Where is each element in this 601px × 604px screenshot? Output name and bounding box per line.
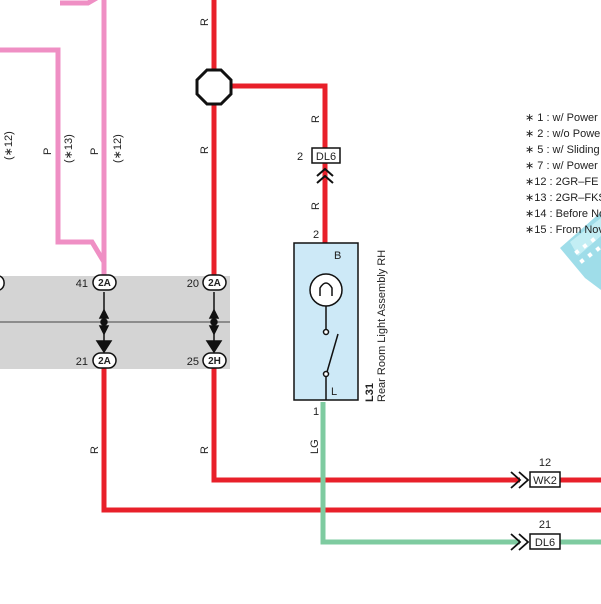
red-wire-bottom xyxy=(101,368,601,513)
connector-label: 2A xyxy=(98,278,111,289)
legend-graphic-icon xyxy=(560,212,601,290)
connector-label: DL6 xyxy=(316,151,336,163)
component-id: L31 xyxy=(364,383,376,402)
notes-legend: ∗ 1 : w/ Power ∗ 2 : w/o Power ∗ 5 : w/ … xyxy=(525,112,601,236)
pink-wire-left xyxy=(0,47,107,264)
pin-20: 20 xyxy=(187,278,199,290)
connector-dl6-bottom[interactable]: DL6 xyxy=(510,533,561,551)
pin-2-dl6: 2 xyxy=(297,151,303,163)
chevron-up-icon xyxy=(316,167,334,184)
red-wire-to-wk2 xyxy=(211,368,520,483)
pin-25: 25 xyxy=(187,356,199,368)
wire-label-r: R xyxy=(310,202,322,210)
wire-label-p: P xyxy=(89,148,101,155)
green-wire-lg xyxy=(320,402,520,545)
wire-label-lg: LG xyxy=(309,439,321,454)
legend-item: ∗ 2 : w/o Power xyxy=(525,128,601,140)
pin-21: 21 xyxy=(76,356,88,368)
legend-item: ∗14 : Before No xyxy=(525,208,601,220)
wire-note: (∗12) xyxy=(3,131,15,160)
connector-label: WK2 xyxy=(533,475,557,487)
connector-2a-top-right[interactable]: 2A xyxy=(202,274,227,291)
rear-room-light-assembly[interactable]: B L xyxy=(293,242,359,401)
connector-2h[interactable]: 2H xyxy=(202,352,227,369)
pink-wires xyxy=(0,0,107,283)
wire-label-r: R xyxy=(199,446,211,454)
lamp-icon xyxy=(309,273,343,307)
terminal-b-label: B xyxy=(334,250,341,262)
pin-1-component: 1 xyxy=(313,406,319,418)
connector-label: 2H xyxy=(208,356,221,367)
connector-2a-bottom[interactable]: 2A xyxy=(92,352,117,369)
legend-item: ∗12 : 2GR–FE xyxy=(525,176,598,188)
switch-icon xyxy=(326,333,339,373)
connector-2a-top-left[interactable]: 2A xyxy=(92,274,117,291)
pin-2-component: 2 xyxy=(313,229,319,241)
legend-item: ∗13 : 2GR–FKS xyxy=(525,192,601,204)
red-wire-to-dl6 xyxy=(231,83,328,246)
connector-wk2[interactable]: WK2 xyxy=(510,471,561,489)
wire-note: (∗13) xyxy=(63,134,75,163)
wire-note: (∗12) xyxy=(112,134,124,163)
connector-label: 2A xyxy=(208,278,221,289)
connector-label: DL6 xyxy=(535,537,555,549)
wire-label-r: R xyxy=(310,115,322,123)
legend-item: ∗ 7 : w/ Power xyxy=(525,160,598,172)
splice-point xyxy=(195,68,233,106)
terminal-l-label: L xyxy=(331,386,337,398)
pin-21-dl6: 21 xyxy=(539,519,551,531)
connector-dl6-top[interactable]: DL6 xyxy=(311,147,341,164)
connector-partial-left xyxy=(0,275,5,291)
wire-label-r: R xyxy=(199,146,211,154)
green-wires xyxy=(320,402,601,545)
red-wires xyxy=(101,0,601,513)
legend-item: ∗15 : From Nov xyxy=(525,224,601,236)
legend-item: ∗ 1 : w/ Power xyxy=(525,112,598,124)
pin-41: 41 xyxy=(76,278,88,290)
pink-wire-top xyxy=(60,0,99,6)
component-name: Rear Room Light Assembly RH xyxy=(376,250,388,402)
junction-internal xyxy=(95,292,223,354)
connector-label: 2A xyxy=(98,356,111,367)
wire-label-r: R xyxy=(199,18,211,26)
wire-label-p: P xyxy=(42,148,54,155)
pin-12: 12 xyxy=(539,457,551,469)
wire-label-r: R xyxy=(89,446,101,454)
legend-item: ∗ 5 : w/ Sliding xyxy=(525,144,600,156)
